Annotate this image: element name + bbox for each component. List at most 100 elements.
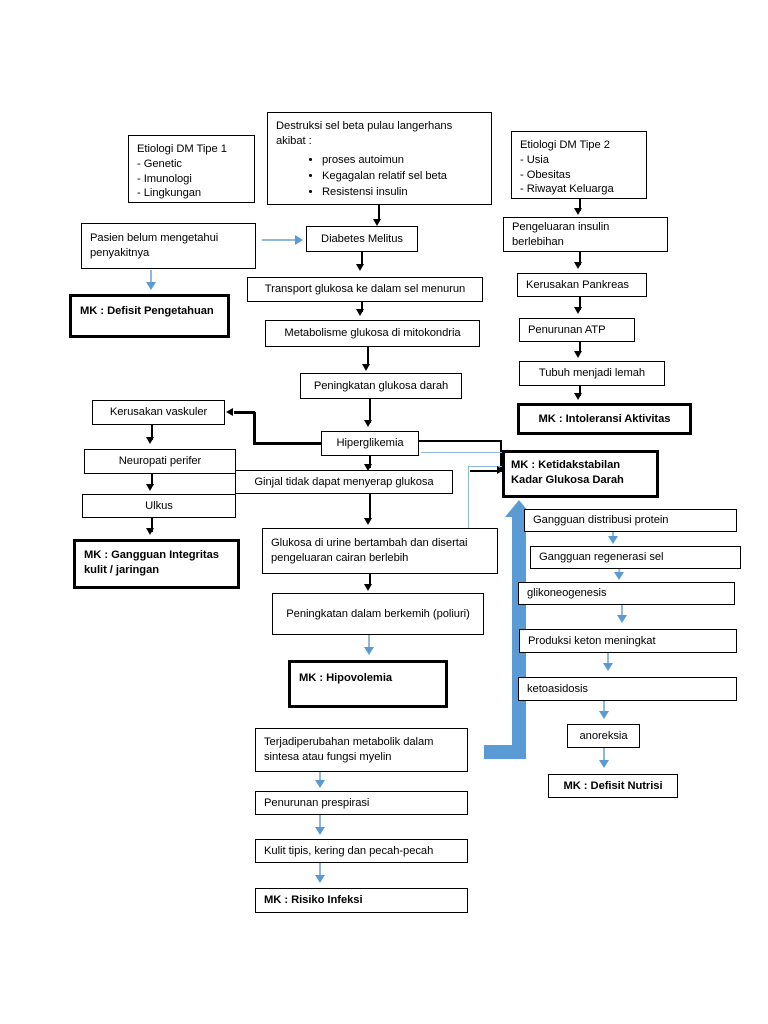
etiologi-dm1-item-1: - Imunologi (137, 172, 192, 185)
arrowhead-dm-to-transport (356, 264, 365, 271)
destruksi-bullet-list: proses autoimun Kegagalan relatif sel be… (276, 153, 483, 200)
connector-neuropati-to-ulkus (151, 474, 153, 486)
connector-hiperglikemia-elbow-v (253, 412, 256, 444)
destruksi-bullet-2: Resistensi insulin (322, 185, 483, 200)
arrowhead-pankreas-to-atp (574, 307, 583, 314)
connector-tubuh-lemah-to-mk-intoleransi (579, 386, 581, 396)
arrowhead-keton-to-ketoasidosis (603, 663, 613, 671)
node-etiologi-dm-tipe-1[interactable]: Etiologi DM Tipe 1 - Genetic - Imunologi… (128, 135, 255, 203)
arrowhead-tubuh-lemah-to-mk-intoleransi (574, 393, 583, 400)
node-mk-hipovolemia[interactable]: MK : Hipovolemia (288, 660, 448, 708)
node-pengeluaran-insulin[interactable]: Pengeluaran insulin berlebihan (503, 217, 668, 252)
terjadi-perubahan-label: Terjadiperubahan metabolik dalam sintesa… (264, 736, 434, 763)
arrowhead-pasien-to-dm (295, 234, 303, 245)
node-kulit-tipis[interactable]: Kulit tipis, kering dan pecah-pecah (255, 839, 468, 863)
node-pasien-belum-mengetahui[interactable]: Pasien belum mengetahui penyakitnya (81, 223, 256, 269)
node-diabetes-melitus[interactable]: Diabetes Melitus (306, 226, 418, 252)
node-penurunan-atp[interactable]: Penurunan ATP (519, 318, 635, 342)
node-destruksi-sel-beta[interactable]: Destruksi sel beta pulau langerhans akib… (267, 112, 492, 205)
connector-hiper-to-ketidakstabilan-h2 (470, 470, 502, 472)
pasien-belum-label: Pasien belum mengetahui penyakitnya (90, 232, 219, 259)
node-neuropati-perifer[interactable]: Neuropati perifer (84, 449, 236, 474)
kerusakan-pankreas-label: Kerusakan Pankreas (526, 278, 629, 291)
node-terjadi-perubahan-metabolik[interactable]: Terjadiperubahan metabolik dalam sintesa… (255, 728, 468, 772)
destruksi-bullet-0: proses autoimun (322, 153, 483, 168)
mk-defisit-pengetahuan-label: MK : Defisit Pengetahuan (80, 305, 214, 317)
destruksi-heading: Destruksi sel beta pulau langerhans akib… (276, 120, 453, 147)
node-transport-glukosa[interactable]: Transport glukosa ke dalam sel menurun (247, 277, 483, 302)
kulit-tipis-label: Kulit tipis, kering dan pecah-pecah (264, 844, 434, 857)
connector-hiper-to-ketidakstabilan-v (500, 440, 502, 472)
node-ginjal-tidak-dapat-menyerap[interactable]: Ginjal tidak dapat menyerap glukosa (235, 470, 453, 494)
connector-poliuri-to-mk-hipovolemia (368, 635, 370, 649)
connector-ketoasidosis-to-anoreksia (603, 701, 605, 714)
arrowhead-to-kerusakan-vaskuler (226, 407, 233, 416)
gangguan-regenerasi-sel-label: Gangguan regenerasi sel (539, 551, 664, 564)
connector-prespirasi-to-kulit (319, 815, 321, 829)
node-gangguan-regenerasi-sel[interactable]: Gangguan regenerasi sel (530, 546, 741, 569)
connector-myelin-to-prespirasi (319, 772, 321, 782)
connector-hiperglikemia-elbow-h2 (234, 411, 255, 414)
arrowhead-anoreksia-to-mk-nutrisi (599, 760, 609, 768)
arrowhead-prespirasi-to-kulit (315, 827, 325, 835)
gangguan-distribusi-protein-label: Gangguan distribusi protein (533, 514, 669, 527)
node-metabolisme-glukosa[interactable]: Metabolisme glukosa di mitokondria (265, 320, 480, 347)
connector-peningkatan-to-hiperglikemia (369, 399, 371, 423)
arrowhead-regenerasi-to-glikoneogenesis (614, 572, 624, 580)
etiologi-dm1-heading: Etiologi DM Tipe 1 (137, 143, 227, 155)
node-mk-ketidakstabilan[interactable]: MK : Ketidakstabilan Kadar Glukosa Darah (502, 450, 659, 498)
node-ulkus[interactable]: Ulkus (82, 494, 236, 518)
node-mk-defisit-nutrisi[interactable]: MK : Defisit Nutrisi (548, 774, 678, 798)
node-produksi-keton[interactable]: Produksi keton meningkat (519, 629, 737, 653)
mk-intoleransi-label: MK : Intoleransi Aktivitas (538, 412, 671, 425)
etiologi-dm2-item-1: - Obesitas (520, 168, 571, 181)
node-glikoneogenesis[interactable]: glikoneogenesis (518, 582, 735, 605)
node-anoreksia[interactable]: anoreksia (567, 724, 640, 748)
node-tubuh-menjadi-lemah[interactable]: Tubuh menjadi lemah (519, 361, 665, 386)
tubuh-lemah-label: Tubuh menjadi lemah (538, 367, 646, 380)
arrowhead-etiologi2-to-pengeluaran (574, 208, 583, 215)
node-ketoasidosis[interactable]: ketoasidosis (518, 677, 737, 701)
node-mk-defisit-pengetahuan[interactable]: MK : Defisit Pengetahuan (69, 294, 230, 338)
hiperglikemia-label: Hiperglikemia (336, 437, 404, 450)
ketoasidosis-label: ketoasidosis (527, 682, 588, 695)
node-hiperglikemia[interactable]: Hiperglikemia (321, 431, 419, 456)
arrowhead-poliuri-to-mk-hipovolemia (364, 647, 374, 655)
connector-pankreas-to-atp (579, 297, 581, 310)
arrowhead-myelin-to-prespirasi (315, 780, 325, 788)
arrowhead-glukosa-urine-to-poliuri (364, 584, 373, 591)
node-penurunan-prespirasi[interactable]: Penurunan prespirasi (255, 791, 468, 815)
connector-pasien-to-dm (262, 238, 296, 241)
node-mk-risiko-infeksi[interactable]: MK : Risiko Infeksi (255, 888, 468, 913)
connector-anoreksia-to-mk-nutrisi (603, 748, 605, 762)
connector-kulit-to-mk-infeksi (319, 863, 321, 877)
kerusakan-vaskuler-label: Kerusakan vaskuler (109, 406, 208, 419)
mk-gangguan-integritas-label: MK : Gangguan Integritas kulit / jaringa… (84, 549, 219, 576)
node-mk-intoleransi-aktivitas[interactable]: MK : Intoleransi Aktivitas (517, 403, 692, 435)
blue-route-down-2 (468, 466, 470, 566)
connector-vaskuler-to-neuropati (151, 425, 153, 440)
connector-metabolisme-to-peningkatan (367, 347, 369, 365)
node-mk-gangguan-integritas[interactable]: MK : Gangguan Integritas kulit / jaringa… (73, 539, 240, 589)
node-gangguan-distribusi-protein[interactable]: Gangguan distribusi protein (524, 509, 737, 532)
connector-pengeluaran-to-pankreas (579, 252, 581, 265)
transport-glukosa-label: Transport glukosa ke dalam sel menurun (264, 283, 466, 296)
connector-keton-to-ketoasidosis (607, 653, 609, 666)
destruksi-bullet-1: Kegagalan relatif sel beta (322, 169, 483, 184)
node-etiologi-dm-tipe-2[interactable]: Etiologi DM Tipe 2 - Usia - Obesitas - R… (511, 131, 647, 199)
connector-destruksi-to-dm (378, 205, 380, 221)
etiologi-dm2-item-0: - Usia (520, 153, 549, 166)
node-kerusakan-vaskuler[interactable]: Kerusakan vaskuler (92, 400, 225, 425)
diabetes-melitus-label: Diabetes Melitus (321, 232, 403, 245)
node-poliuri[interactable]: Peningkatan dalam berkemih (poliuri) (272, 593, 484, 635)
node-kerusakan-pankreas[interactable]: Kerusakan Pankreas (517, 273, 647, 297)
node-glukosa-urine[interactable]: Glukosa di urine bertambah dan disertai … (262, 528, 498, 574)
node-peningkatan-glukosa-darah[interactable]: Peningkatan glukosa darah (300, 373, 462, 399)
arrowhead-glikoneogenesis-to-keton (617, 615, 627, 623)
arrowhead-hiperglikemia-to-ginjal (364, 464, 373, 471)
etiologi-dm1-item-2: - Lingkungan (137, 187, 202, 200)
connector-transport-to-metabolisme (361, 302, 363, 312)
arrowhead-atp-to-tubuh-lemah (574, 351, 583, 358)
connector-glikoneogenesis-to-keton (621, 605, 623, 617)
